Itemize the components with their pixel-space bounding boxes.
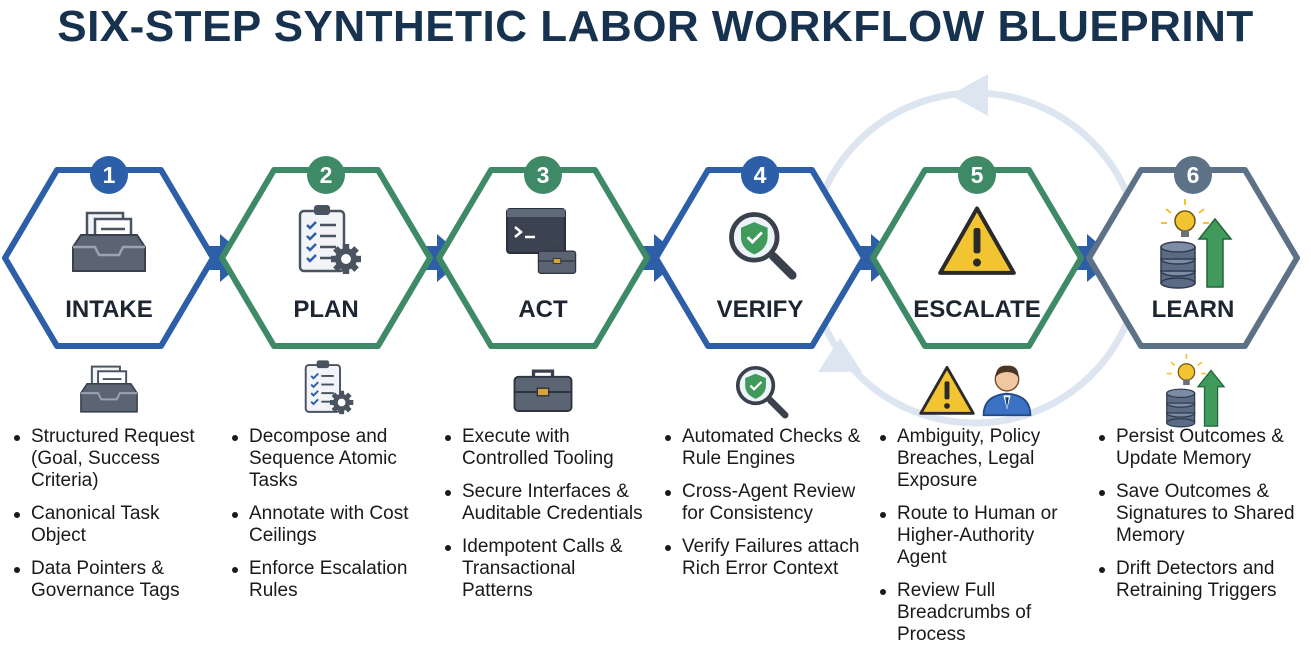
step-6-bullet: Persist Outcomes & Update Memory	[1097, 426, 1302, 470]
step-2-bullet: Decompose and Sequence Atomic Tasks	[230, 426, 435, 492]
step-5-label: ESCALATE	[913, 296, 1041, 323]
clipboard-gear-icon	[304, 360, 354, 415]
step-4-bullet-list: Automated Checks & Rule Engines Cross-Ag…	[663, 426, 868, 591]
step-2-number-badge: 2	[307, 156, 345, 194]
step-2-bullet: Annotate with Cost Ceilings	[230, 503, 435, 547]
step-5-number: 5	[971, 162, 984, 188]
step-4-label: VERIFY	[717, 296, 804, 323]
step-1-bullet: Data Pointers & Governance Tags	[12, 558, 217, 602]
warning-icon	[938, 206, 1016, 275]
step-1-number: 1	[103, 162, 116, 188]
step-2-label: PLAN	[293, 296, 358, 323]
inbox-tray-icon	[72, 211, 146, 272]
step-5-bullet: Ambiguity, Policy Breaches, Legal Exposu…	[878, 426, 1083, 492]
magnifier-shield-icon	[735, 365, 789, 419]
step-4-bullet: Verify Failures attach Rich Error Contex…	[663, 536, 868, 580]
step-6-number: 6	[1187, 162, 1200, 188]
step-1-bullet: Structured Request (Goal, Success Criter…	[12, 426, 217, 492]
step-1-label: INTAKE	[65, 296, 153, 323]
database-lightbulb-growth-icon	[1160, 199, 1233, 289]
step-5-bullet: Route to Human or Higher-Authority Agent	[878, 503, 1083, 569]
step-4-bullet: Cross-Agent Review for Consistency	[663, 481, 868, 525]
step-4-number: 4	[754, 162, 767, 188]
step-3-number: 3	[537, 162, 550, 188]
step-6-bullet: Drift Detectors and Retraining Triggers	[1097, 558, 1302, 602]
warning-person-icon	[919, 365, 1032, 417]
step-4-number-badge: 4	[741, 156, 779, 194]
clipboard-gear-icon	[298, 205, 361, 274]
step-2-number: 2	[320, 162, 333, 188]
magnifier-shield-icon	[729, 212, 797, 280]
step-1-bullet-list: Structured Request (Goal, Success Criter…	[12, 426, 217, 613]
step-1-number-badge: 1	[90, 156, 128, 194]
step-6-bullet: Save Outcomes & Signatures to Shared Mem…	[1097, 481, 1302, 547]
step-5-bullet: Review Full Breadcrumbs of Process	[878, 580, 1083, 646]
step-2-bullet: Enforce Escalation Rules	[230, 558, 435, 602]
loop-arrowhead-top	[950, 74, 988, 116]
step-6-bullet-list: Persist Outcomes & Update Memory Save Ou…	[1097, 426, 1302, 613]
loop-arrowhead-bottom	[818, 338, 862, 372]
step-1-bullet: Canonical Task Object	[12, 503, 217, 547]
step-3-number-badge: 3	[524, 156, 562, 194]
step-2-bullet-list: Decompose and Sequence Atomic Tasks Anno…	[230, 426, 435, 613]
step-3-bullet: Idempotent Calls & Transactional Pattern…	[443, 536, 648, 602]
terminal-toolbox-icon	[506, 208, 577, 275]
step-3-bullet-list: Execute with Controlled Tooling Secure I…	[443, 426, 648, 613]
step-6-label: LEARN	[1152, 296, 1235, 323]
database-lightbulb-growth-icon	[1166, 353, 1226, 428]
step-3-label: ACT	[518, 296, 568, 323]
step-5-bullet-list: Ambiguity, Policy Breaches, Legal Exposu…	[878, 426, 1083, 657]
page-title: SIX-STEP SYNTHETIC LABOR WORKFLOW BLUEPR…	[57, 2, 1254, 51]
step-3-bullet: Execute with Controlled Tooling	[443, 426, 648, 470]
step-6-number-badge: 6	[1174, 156, 1212, 194]
inbox-tray-icon	[80, 365, 138, 413]
step-3-bullet: Secure Interfaces & Auditable Credential…	[443, 481, 648, 525]
step-5-number-badge: 5	[958, 156, 996, 194]
toolbox-icon	[513, 369, 573, 412]
step-4-bullet: Automated Checks & Rule Engines	[663, 426, 868, 470]
